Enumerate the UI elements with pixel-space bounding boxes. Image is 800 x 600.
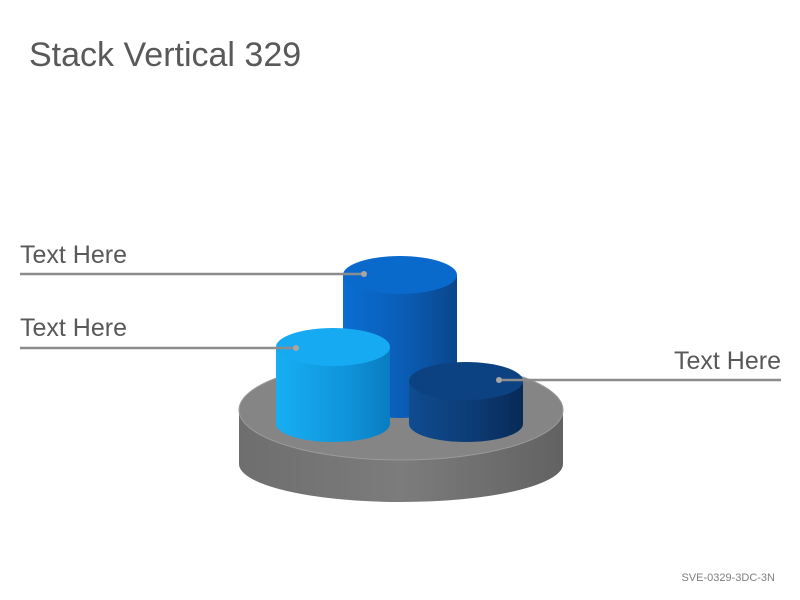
callout-label-2: Text Here [20, 314, 127, 342]
leader-line-2 [20, 345, 299, 351]
cylinder-light [276, 328, 390, 442]
slide-code: SVE-0329-3DC-3N [681, 572, 775, 584]
callout-label-1: Text Here [20, 241, 127, 269]
callout-label-3: Text Here [674, 347, 781, 375]
cylinder-dark [409, 362, 523, 442]
slide-title: Stack Vertical 329 [29, 36, 302, 74]
leader-line-1 [20, 271, 367, 277]
leader-line-3 [496, 377, 781, 383]
